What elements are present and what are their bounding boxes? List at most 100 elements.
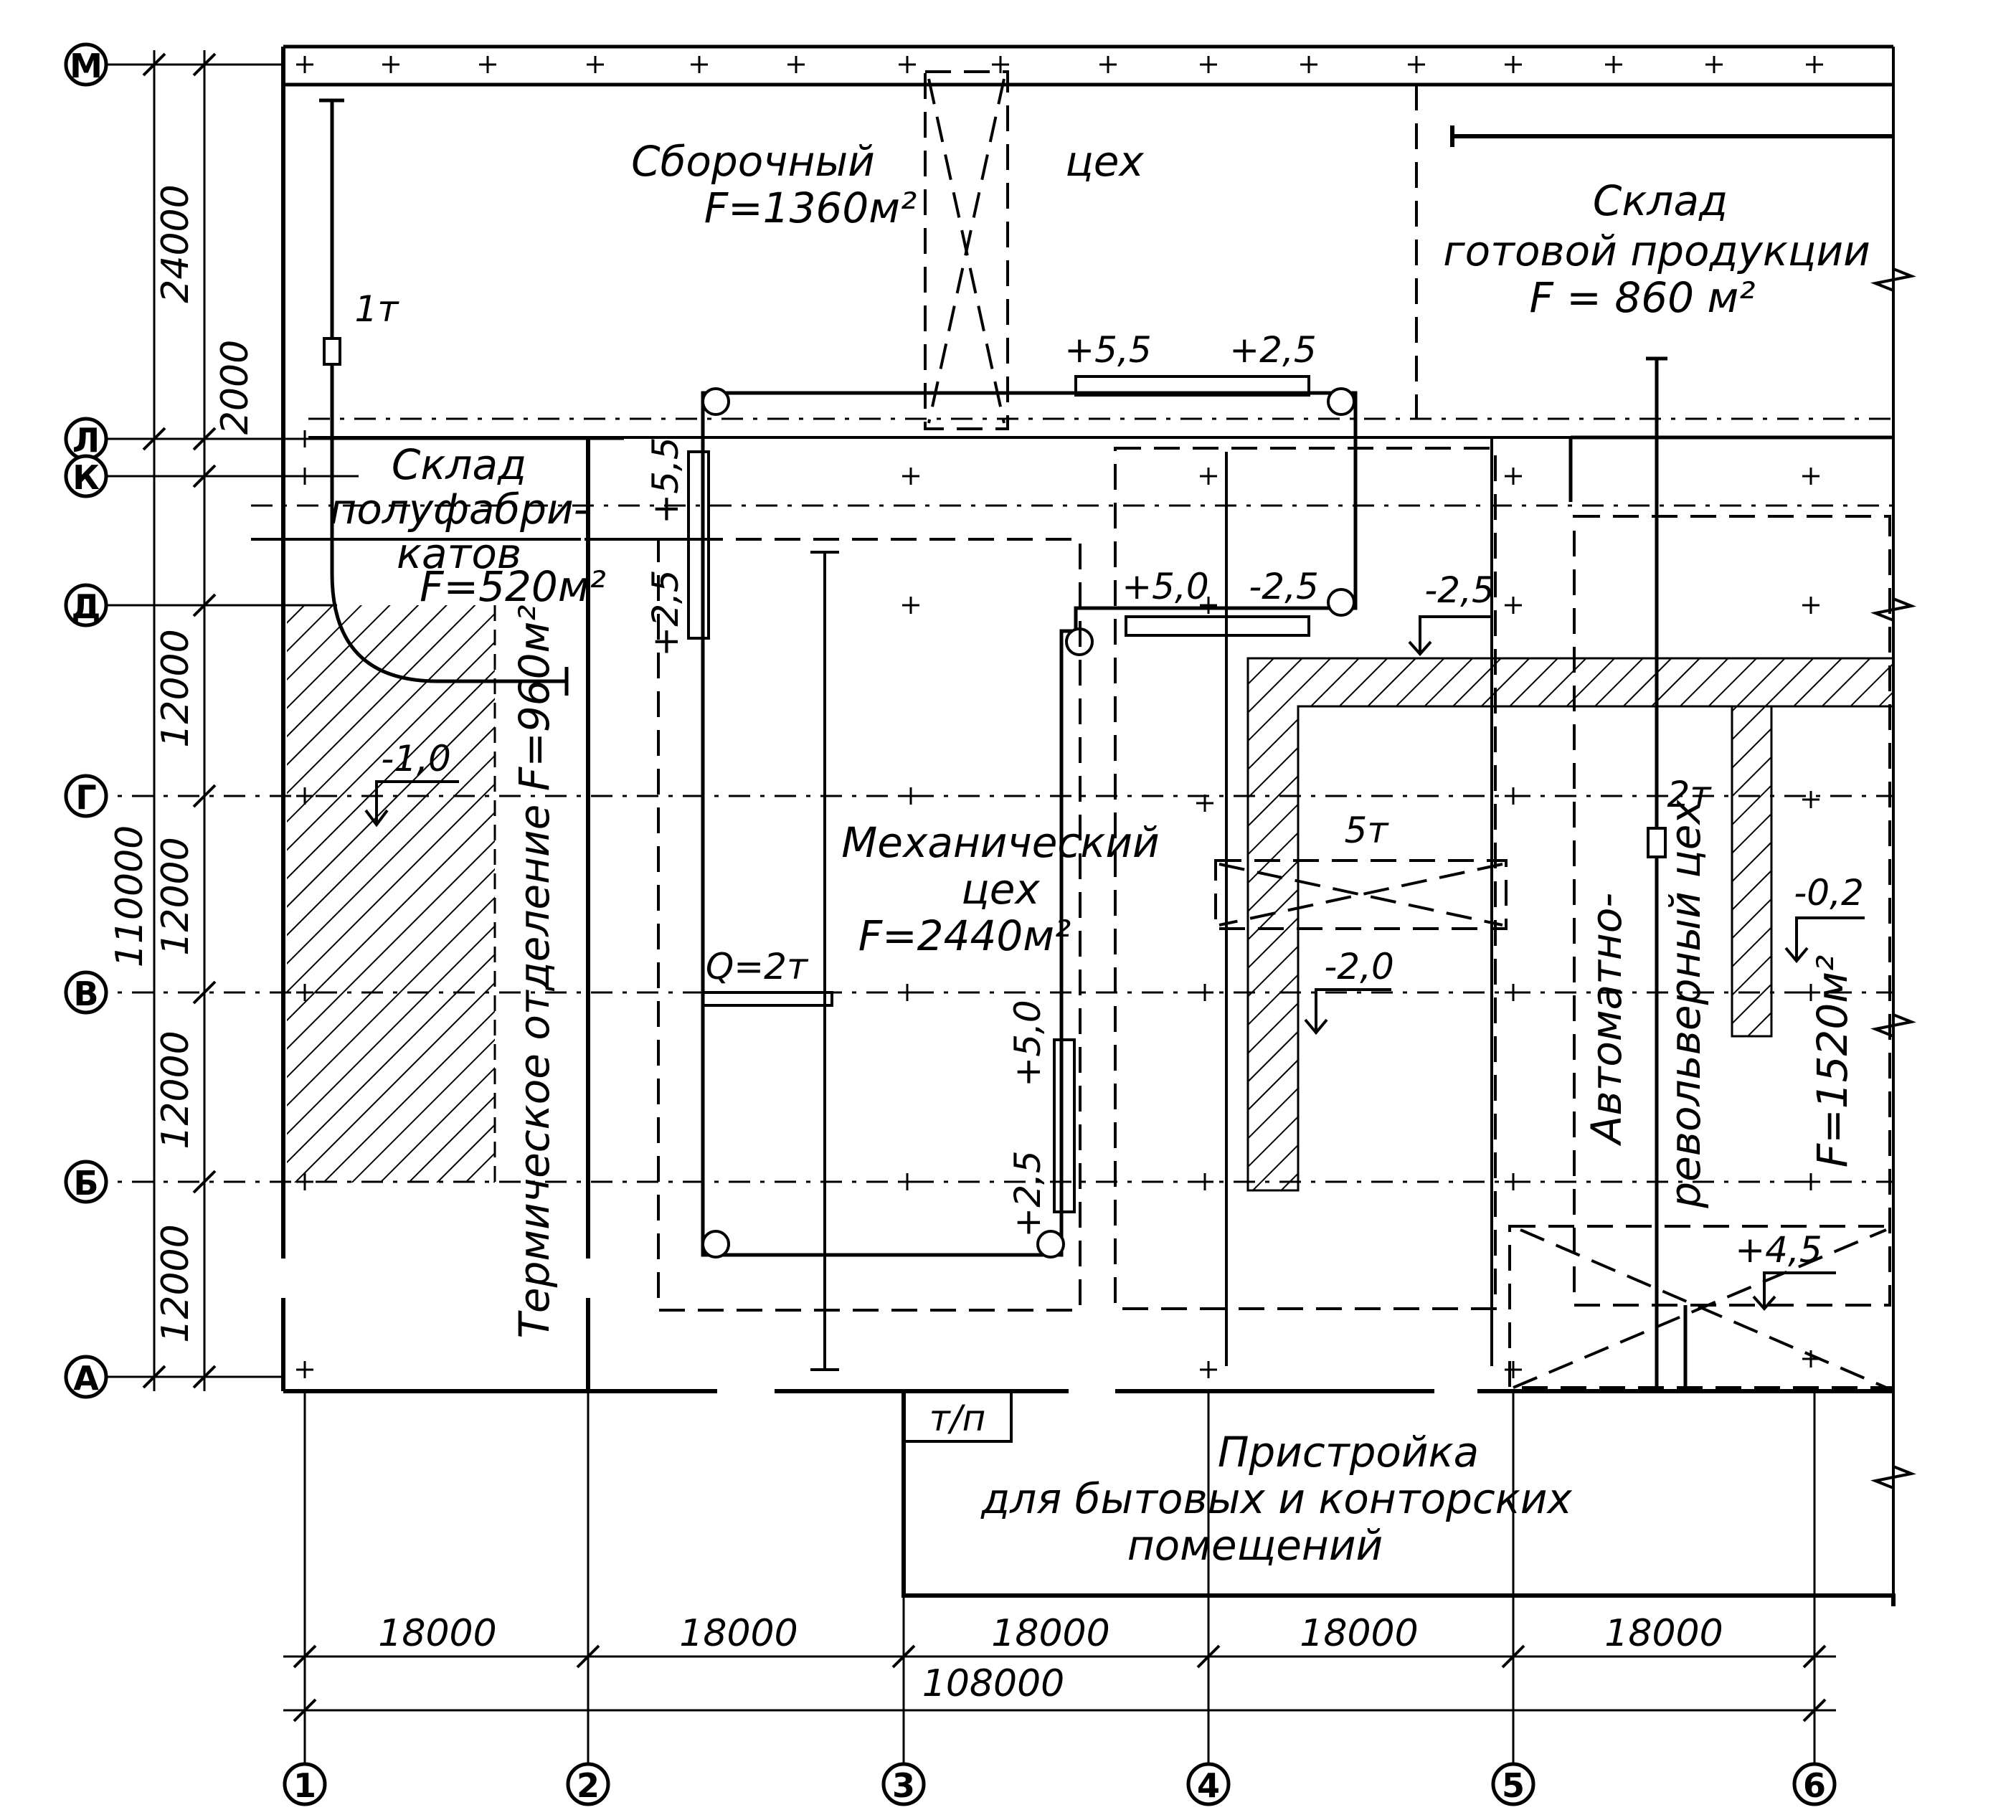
- shop-outlines: [657, 70, 1895, 1389]
- axis-marker-2: 2: [566, 1762, 610, 1806]
- axis-label: К: [72, 458, 100, 497]
- column-plus-mark: [296, 430, 313, 447]
- mechanical-shop-subtitle: цех: [961, 865, 1040, 914]
- column-plus-mark: [1802, 597, 1819, 614]
- column-plus-mark: [1099, 56, 1117, 73]
- axis-marker-M: М: [64, 42, 108, 87]
- dim-row-span: 2000: [214, 340, 257, 435]
- column-plus-mark: [899, 1173, 916, 1190]
- column-plus-mark: [1802, 468, 1819, 485]
- axis-marker-4: 4: [1186, 1762, 1231, 1806]
- column-plus-mark: [1200, 597, 1217, 614]
- axis-label: 4: [1197, 1766, 1220, 1805]
- column-plus-mark: [587, 56, 604, 73]
- dim-row-span: 24000: [154, 184, 197, 303]
- column-plus-mark: [382, 56, 399, 73]
- room-labels: Сборочный цех F=1360м² Склад готовой про…: [329, 137, 1870, 1570]
- column-plus-mark: [479, 56, 496, 73]
- crane-2t-label: 2т: [1667, 774, 1713, 815]
- finished-goods-subtitle: готовой продукции: [1443, 227, 1870, 275]
- column-plus-mark: [296, 56, 313, 73]
- column-plus-mark: [691, 56, 708, 73]
- axis-marker-D: Д: [64, 583, 108, 627]
- axis-marker-B: Б: [64, 1160, 108, 1204]
- level-mark: +2,5: [1007, 1150, 1049, 1237]
- dim-bay-span: 18000: [991, 1612, 1109, 1655]
- level-mark: -2,0: [1324, 946, 1394, 987]
- dim-bay-span: 18000: [1604, 1612, 1723, 1655]
- column-plus-mark: [1200, 468, 1217, 485]
- axis-label: Л: [72, 421, 100, 460]
- column-plus-mark: [1505, 56, 1522, 73]
- crane-and-conveyor: [319, 98, 1688, 1391]
- crane-1t-label: 1т: [355, 288, 400, 330]
- mechanical-shop-area: F=2440м²: [858, 911, 1071, 960]
- axis-grid: [86, 63, 1893, 1764]
- finished-goods-area: F = 860 м²: [1530, 273, 1756, 322]
- axis-label: Д: [72, 587, 101, 626]
- level-mark: +2,5: [1229, 329, 1316, 371]
- column-plus-mark: [1806, 56, 1823, 73]
- semi-store-title: Склад: [392, 440, 526, 489]
- mechanical-shop-title: Механический: [841, 818, 1159, 867]
- axis-label: В: [73, 975, 98, 1013]
- semi-store-line3: катов: [397, 529, 521, 578]
- row-axis-markers: М Л К Д Г В Б А: [64, 42, 108, 1399]
- axis-label: А: [73, 1359, 99, 1398]
- column-plus-mark: [1196, 984, 1213, 1001]
- dim-row-span: 12000: [154, 837, 197, 955]
- column-plus-mark: [899, 984, 916, 1001]
- axis-marker-3: 3: [881, 1762, 926, 1806]
- axis-marker-V: В: [64, 970, 108, 1015]
- axis-label: 6: [1803, 1766, 1826, 1805]
- axis-marker-A: А: [64, 1355, 108, 1399]
- level-mark: -2,5: [1249, 566, 1319, 607]
- level-mark: +5,0: [1122, 566, 1208, 607]
- column-plus-mark: [1200, 1361, 1217, 1378]
- automatic-shop-title: Автоматно-: [1582, 893, 1631, 1147]
- semi-store-area: F=520м²: [420, 562, 606, 611]
- dimension-texts: 24000 2000 12000 12000 12000 12000 11000…: [108, 184, 1723, 1705]
- column-plus-mark: [902, 597, 919, 614]
- level-mark: +5,0: [1007, 1000, 1049, 1086]
- axis-marker-L: Л: [64, 417, 108, 461]
- finished-goods-title: Склад: [1593, 176, 1728, 225]
- column-plus-mark: [1705, 56, 1723, 73]
- axis-marker-K: К: [64, 454, 108, 498]
- dim-row-span: 12000: [154, 1224, 197, 1342]
- column-plus-mark: [1505, 787, 1522, 805]
- dim-bay-span: 18000: [1300, 1612, 1418, 1655]
- dim-row-span: 12000: [154, 1030, 197, 1149]
- column-plus-mark: [1505, 468, 1522, 485]
- axis-label: 3: [892, 1766, 915, 1805]
- axis-marker-6: 6: [1792, 1762, 1837, 1806]
- annex-subtitle-2: помещений: [1127, 1521, 1383, 1570]
- axis-label: М: [70, 47, 103, 85]
- annex-outline: [901, 1390, 1896, 1606]
- annex-title: Пристройка: [1218, 1428, 1479, 1477]
- column-plus-mark: [1802, 791, 1819, 808]
- level-mark: -1,0: [381, 738, 451, 779]
- level-mark: +5,5: [645, 437, 686, 523]
- axis-marker-5: 5: [1491, 1762, 1535, 1806]
- column-plus-mark: [1505, 597, 1522, 614]
- column-plus-mark: [1605, 56, 1622, 73]
- column-plus-mark: [1200, 56, 1217, 73]
- dim-total-vertical: 110000: [108, 825, 151, 968]
- equipment-labels: 1т 2т 5т Q=2т: [355, 288, 1713, 987]
- column-plus-mark: [1802, 984, 1819, 1001]
- transformer-label: т/п: [929, 1398, 986, 1439]
- axis-label: 1: [293, 1766, 316, 1805]
- column-markers: [296, 56, 1823, 1378]
- level-mark: -2,5: [1424, 569, 1495, 611]
- column-plus-mark: [296, 468, 313, 485]
- column-plus-mark: [1300, 56, 1317, 73]
- axis-label: 5: [1502, 1766, 1525, 1805]
- column-plus-mark: [296, 1361, 313, 1378]
- level-mark: +5,5: [1064, 329, 1151, 371]
- column-plus-mark: [1408, 56, 1425, 73]
- dim-total-horizontal: 108000: [922, 1662, 1065, 1705]
- column-plus-mark: [899, 56, 916, 73]
- column-plus-mark: [1196, 795, 1213, 812]
